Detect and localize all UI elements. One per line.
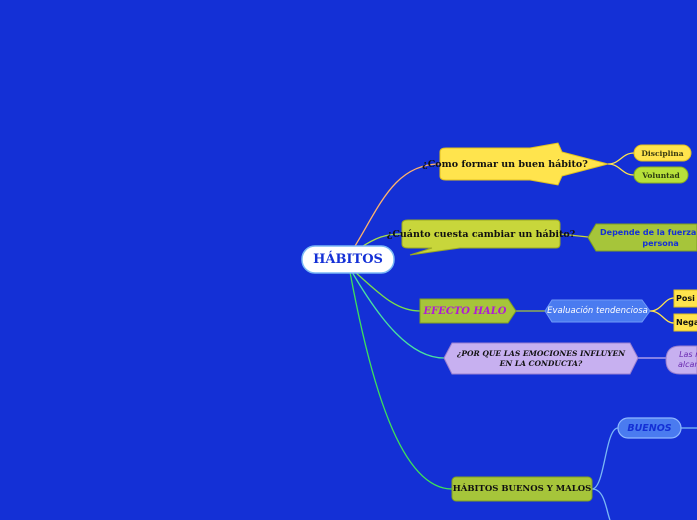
connector-formar-voluntad — [607, 163, 635, 176]
branch-cuesta-shape[interactable] — [401, 219, 561, 256]
buenos-node[interactable] — [617, 417, 682, 439]
connector-root-buenosmalos — [349, 271, 453, 490]
connector-evaluacion-posi — [649, 297, 675, 312]
branch-halo-label: EFECTO HALO — [423, 305, 507, 317]
posi-label: Posi — [676, 294, 695, 303]
voluntad-node[interactable] — [633, 166, 689, 184]
evaluacion-label: Evaluación tendenciosa — [547, 306, 648, 316]
buenos-label: BUENOS — [627, 422, 672, 434]
nega-node[interactable] — [673, 313, 697, 332]
branch-formar-label: ¿Como formar un buen hábito? — [422, 158, 588, 170]
disciplina-node[interactable] — [633, 144, 692, 162]
branch-buenosmalos-label: HÁBITOS BUENOS Y MALOS — [452, 484, 592, 494]
branch-formar-shape[interactable] — [439, 142, 610, 186]
depende-node[interactable] — [587, 223, 697, 252]
connector-root-formar — [354, 163, 441, 247]
branch-emociones-shape[interactable] — [443, 342, 639, 375]
connector-buenosmalos-buenos — [591, 427, 619, 490]
connector-cuesta-depende — [559, 233, 589, 238]
depende-label: Depende de la fuerza de la persona — [600, 227, 697, 248]
emociones-child-label: Las r alcan — [678, 350, 697, 369]
connector-evaluacion-nega — [649, 310, 675, 324]
connector-root-halo — [354, 271, 421, 312]
root-node[interactable] — [301, 245, 395, 274]
connector-formar-disciplina — [607, 152, 635, 165]
evaluacion-node[interactable] — [544, 299, 651, 323]
branch-buenosmalos-shape[interactable] — [451, 476, 593, 502]
connector-root-emociones — [351, 271, 445, 359]
disciplina-label: Disciplina — [641, 148, 684, 158]
root-label: HÁBITOS — [313, 252, 383, 267]
connector-buenosmalos-down — [591, 488, 611, 520]
posi-node[interactable] — [673, 289, 697, 308]
branch-cuesta-label: ¿Cuánto cuesta cambiar un hábito? — [386, 228, 576, 240]
emociones-child-node[interactable] — [665, 345, 697, 375]
branch-emociones-label: ¿POR QUE LAS EMOCIONES INFLUYEN EN LA CO… — [456, 348, 626, 368]
branch-halo-shape[interactable] — [419, 298, 517, 324]
nega-label: Nega — [676, 318, 697, 327]
voluntad-label: Voluntad — [642, 170, 680, 180]
